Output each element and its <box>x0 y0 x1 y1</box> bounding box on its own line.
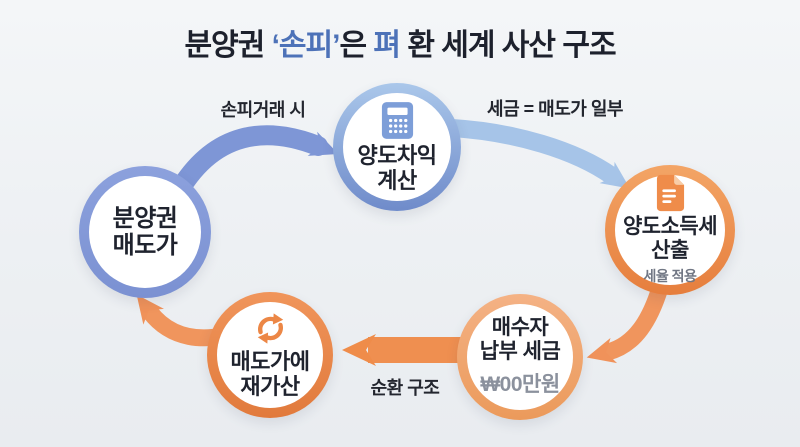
label-sonpi-trade: 손피거래 시 <box>220 100 306 120</box>
title-segment-accent-sonpi: ‘손피’ <box>271 29 341 62</box>
title-segment: 은 <box>339 29 374 62</box>
label-tax-equals: 세금 = 매도가 일부 <box>487 99 623 119</box>
arrow-gain-to-tax <box>443 119 631 189</box>
node-re-add-body: 매도가에 재가산 <box>217 302 323 408</box>
title-segment-accent: 펴 <box>373 29 401 62</box>
title-segment: 분양권 <box>184 29 272 62</box>
node-sale-price-body: 분양권 매도가 <box>89 176 201 288</box>
node-subtext-amount: ₩00만원 <box>480 372 560 396</box>
arrow-sale-to-gain <box>172 125 339 196</box>
calculator-icon <box>381 101 414 140</box>
document-icon <box>655 174 686 212</box>
node-buyer-tax: 매수자 납부 세금 ₩00만원 <box>457 294 583 420</box>
title-segment: 환 세계 사산 구조 <box>400 29 616 62</box>
node-text: 양도차익 <box>357 142 437 168</box>
node-tax-output-body: 양도소득세 산출 세율 적용 <box>615 174 725 285</box>
label-cycle-structure: 순환 구조 <box>370 378 440 398</box>
node-gain-calc-body: 양도차익 계산 <box>343 93 451 201</box>
node-text: 재가산 <box>240 374 300 399</box>
node-gain-calc: 양도차익 계산 <box>333 83 461 211</box>
node-text: 매도가에 <box>230 348 310 374</box>
node-buyer-tax-body: 매수자 납부 세금 ₩00만원 <box>467 304 573 410</box>
refresh-icon <box>253 311 288 346</box>
node-text: 분양권 <box>112 204 178 232</box>
node-subtext-tax-rate: 세율 적용 <box>643 267 697 284</box>
node-text: 양도소득세 <box>622 215 718 239</box>
node-text: 납부 세금 <box>479 340 561 363</box>
node-sale-price: 분양권 매도가 <box>79 166 211 298</box>
node-text: 매수자 <box>491 316 549 340</box>
node-tax-output: 양도소득세 산출 세율 적용 <box>605 165 735 295</box>
node-text: 산출 <box>651 239 689 262</box>
node-re-add: 매도가에 재가산 <box>207 292 333 418</box>
arrow-tax-to-buyer <box>586 279 669 364</box>
node-text: 매도가 <box>112 232 178 259</box>
node-text: 계산 <box>377 168 417 193</box>
page-title: 분양권 ‘손피’은 펴 환 세계 사산 구조 <box>0 20 800 64</box>
